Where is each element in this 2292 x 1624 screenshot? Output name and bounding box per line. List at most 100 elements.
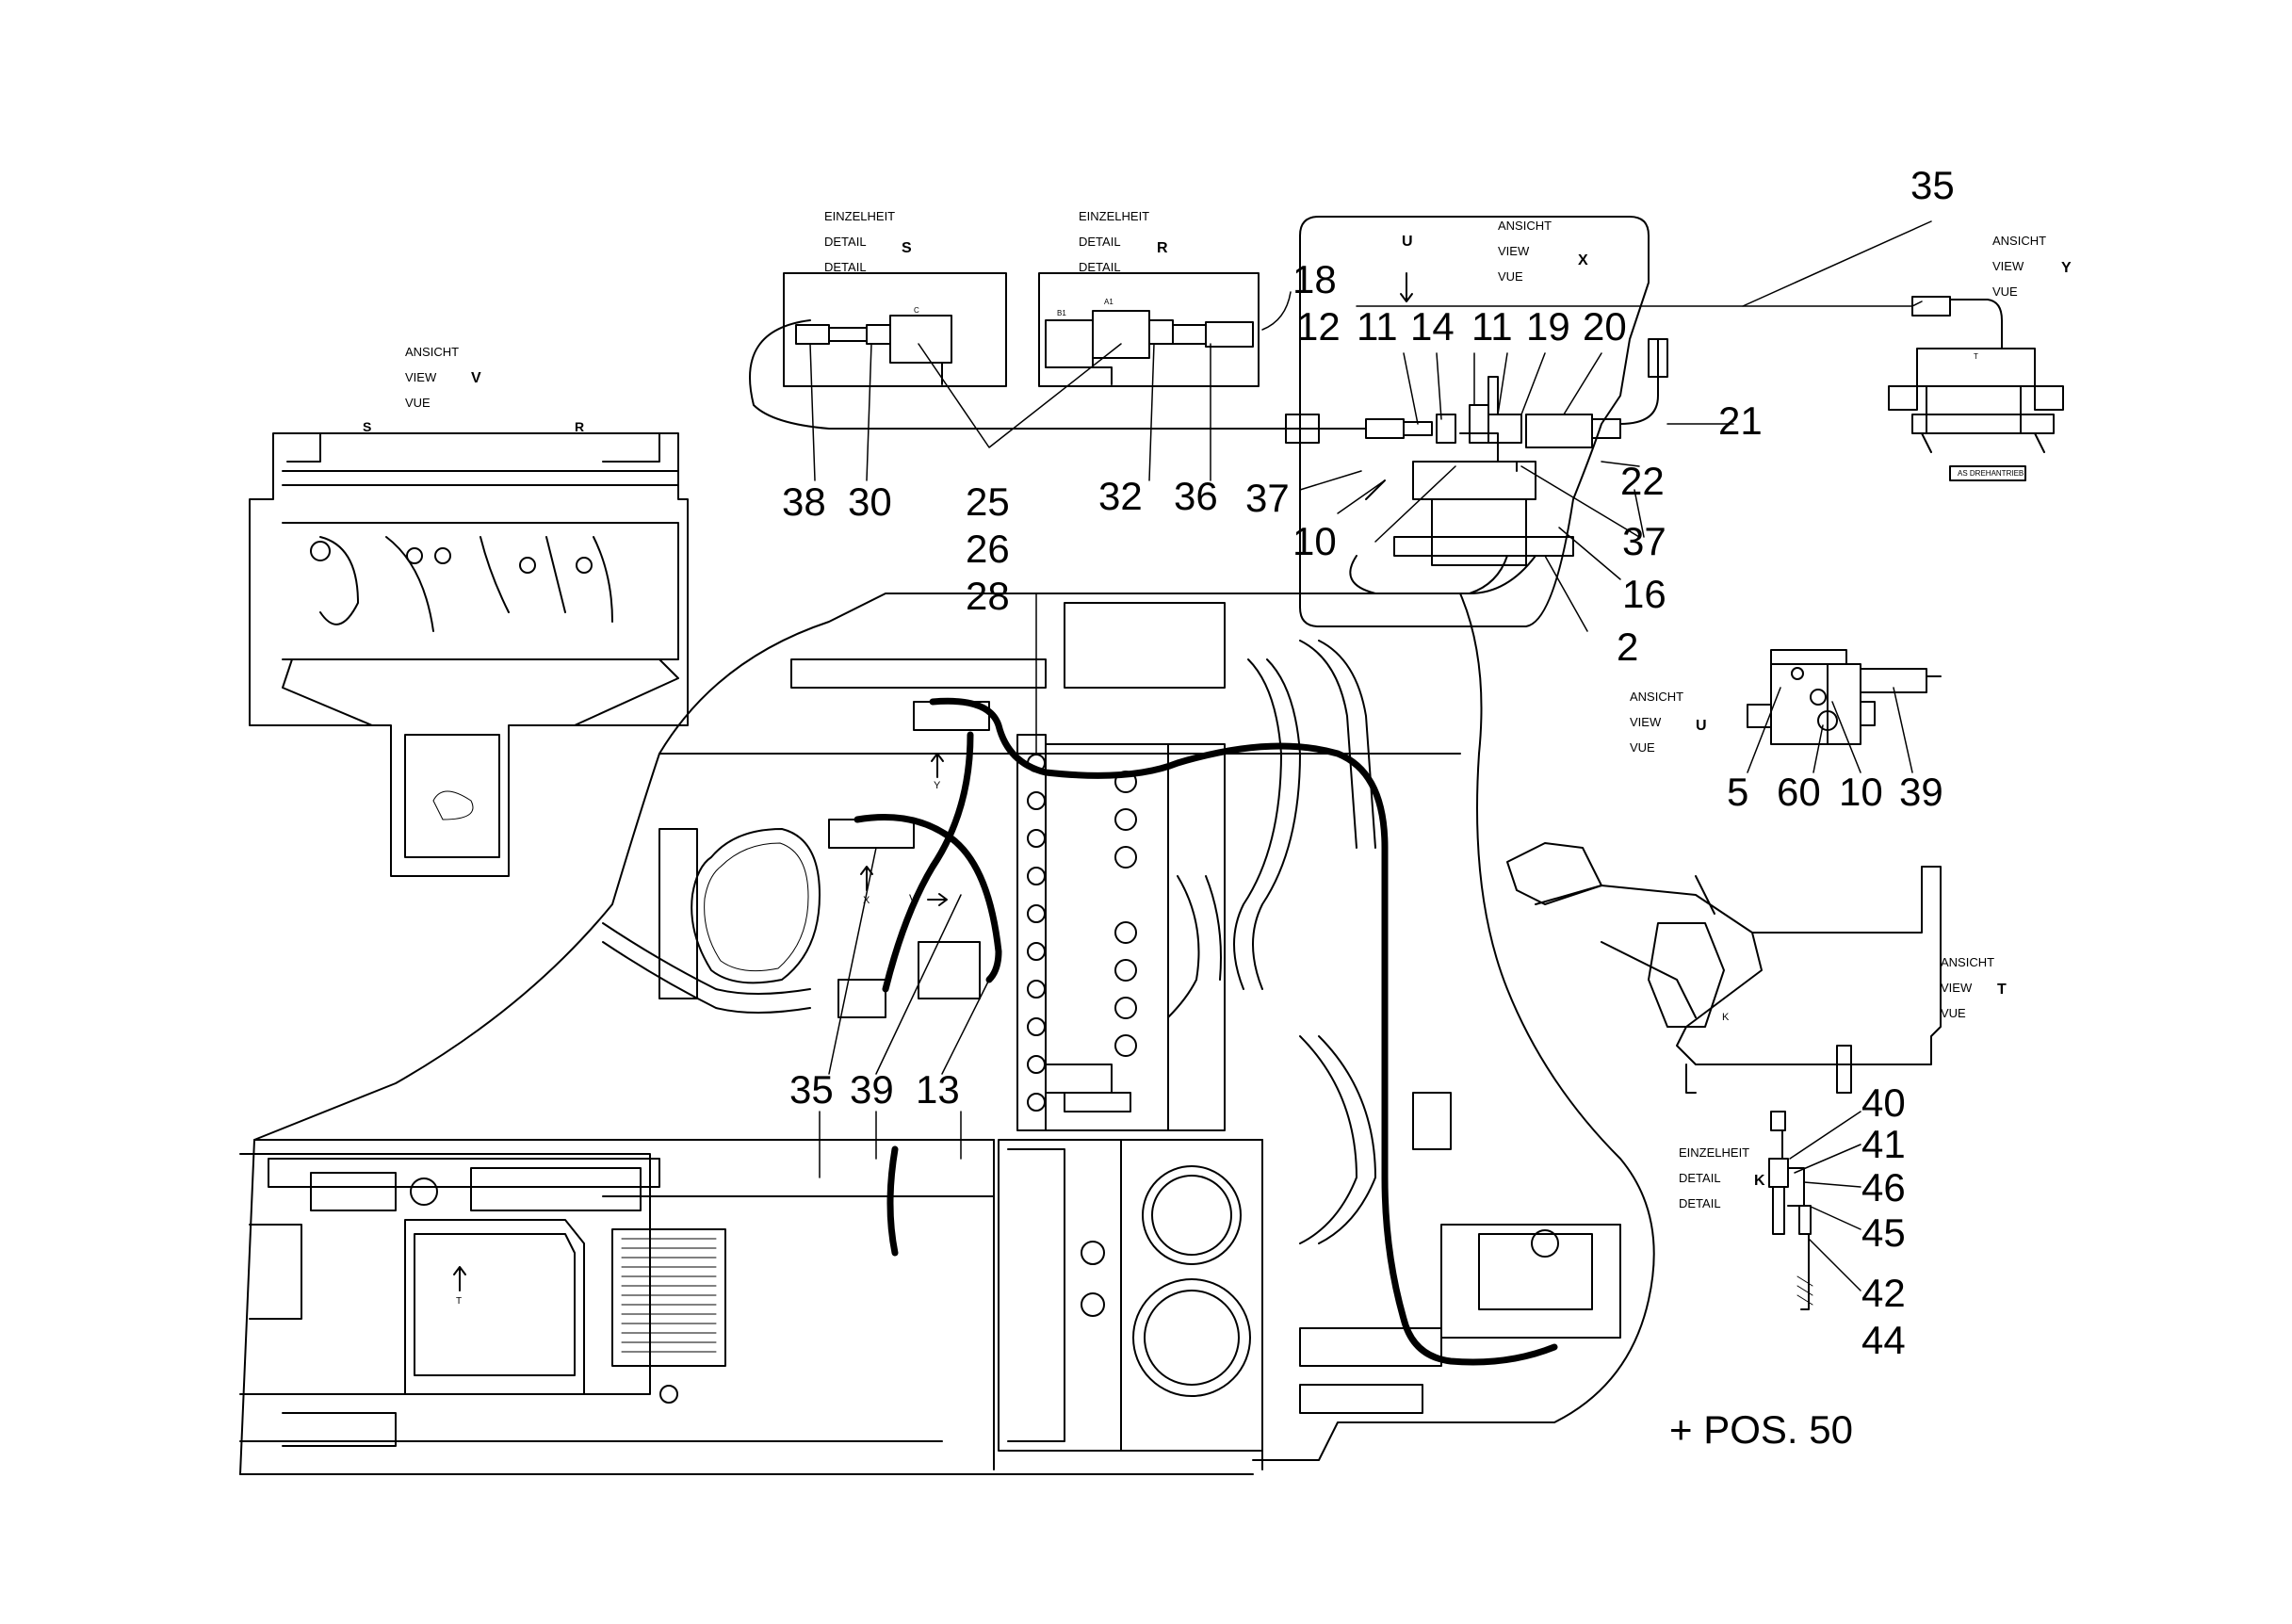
caption-line: DETAIL <box>824 235 867 249</box>
part-number: 35 <box>789 1067 834 1112</box>
part-number: 37 <box>1622 519 1666 563</box>
cab-area <box>239 1153 726 1447</box>
caption-view-v: ANSICHT VIEW VUE <box>405 339 459 415</box>
part-number: 25 <box>966 479 1010 524</box>
port-t: T <box>1974 352 1978 361</box>
caption-line: VIEW <box>1941 981 1973 995</box>
part-number: 10 <box>1839 770 1883 814</box>
detail-k-leaders <box>1789 1111 1861 1291</box>
part-number: 32 <box>1098 474 1143 518</box>
label-y-arrow: Y <box>934 780 941 791</box>
caption-line: VUE <box>1498 269 1523 284</box>
position-note: + POS. 50 <box>1669 1407 1853 1452</box>
caption-line: ANSICHT <box>1630 690 1684 704</box>
part-number: 26 <box>966 527 1010 571</box>
part-number: 10 <box>1292 519 1337 563</box>
part-number: 13 <box>916 1067 960 1112</box>
label-k-callout: K <box>1722 1012 1730 1023</box>
label-u-arrow: U <box>1402 234 1413 250</box>
label-s-main: S <box>363 419 372 434</box>
caption-line: VIEW <box>405 370 437 384</box>
part-number: 46 <box>1861 1165 1906 1210</box>
view-letter-y: Y <box>2061 260 2072 276</box>
caption-line: VIEW <box>1630 715 1662 729</box>
label-t-arrow: T <box>456 1296 463 1307</box>
part-number: 16 <box>1622 572 1666 616</box>
caption-line: EINZELHEIT <box>1079 209 1150 223</box>
machine-outline <box>239 593 1655 1475</box>
detail-k <box>1768 1111 1813 1310</box>
caption-detail-s: EINZELHEIT DETAIL DETAIL <box>824 203 895 280</box>
part-number: 36 <box>1174 474 1218 518</box>
view-u <box>1747 649 1942 745</box>
view-letter-x: X <box>1578 252 1588 268</box>
part-number: 37 <box>1245 476 1290 520</box>
part-number: 21 <box>1718 398 1763 443</box>
caption-line: VUE <box>405 396 431 410</box>
part-number: 41 <box>1861 1122 1906 1166</box>
caption-line: ANSICHT <box>405 345 460 359</box>
view-x-leaders <box>1299 352 1734 632</box>
view-x-arrow <box>1400 272 1413 302</box>
caption-detail-k: EINZELHEIT DETAIL DETAIL <box>1679 1140 1749 1216</box>
port-b1: B1 <box>1057 309 1066 317</box>
part-number: 14 <box>1410 304 1455 349</box>
part-number: 11 <box>1471 304 1513 349</box>
view-letter-r: R <box>1157 240 1168 256</box>
valve-x-location <box>828 701 990 1018</box>
part-number: 44 <box>1861 1318 1906 1362</box>
caption-view-t: ANSICHT VIEW VUE <box>1941 950 1994 1026</box>
label-r-main: R <box>575 419 585 434</box>
leader-35-top <box>1356 220 1932 307</box>
caption-line: DETAIL <box>1679 1196 1721 1210</box>
right-drive-components <box>1299 1092 1621 1414</box>
part-number: 12 <box>1296 304 1341 349</box>
part-number: 35 <box>1910 163 1955 207</box>
caption-line: DETAIL <box>1079 235 1121 249</box>
view-letter-t: T <box>1997 982 2007 998</box>
view-letter-v: V <box>471 370 481 386</box>
leader-lines-detail-sr <box>809 291 1292 481</box>
detail-r-frame <box>1038 272 1260 387</box>
part-number: 45 <box>1861 1210 1906 1255</box>
view-arrows <box>453 753 948 1291</box>
part-number: 19 <box>1526 304 1570 349</box>
caption-line: EINZELHEIT <box>824 209 896 223</box>
view-x-frame <box>1285 216 1668 627</box>
part-number: 30 <box>848 479 892 524</box>
control-valve-stack <box>1016 734 1226 1131</box>
caption-line: DETAIL <box>1079 260 1121 274</box>
view-v <box>249 432 689 877</box>
caption-line: DETAIL <box>824 260 867 274</box>
part-number: 39 <box>850 1067 894 1112</box>
part-number: 42 <box>1861 1271 1906 1315</box>
caption-line: ANSICHT <box>1992 234 2047 248</box>
caption-line: EINZELHEIT <box>1679 1145 1750 1160</box>
view-y <box>1888 296 2064 481</box>
label-v-arrow: V <box>909 892 918 905</box>
view-letter-u: U <box>1696 718 1707 734</box>
view-t <box>1506 842 1942 1094</box>
part-number: 38 <box>782 479 826 524</box>
view-u-leaders <box>1747 687 1913 773</box>
part-number: 2 <box>1617 625 1639 669</box>
caption-line: VIEW <box>1992 259 2024 273</box>
part-number: 18 <box>1292 257 1337 301</box>
caption-line: VUE <box>1630 740 1655 755</box>
port-a1: A1 <box>1104 298 1113 306</box>
caption-view-u: ANSICHT VIEW VUE <box>1630 684 1683 760</box>
caption-view-y: ANSICHT VIEW VUE <box>1992 228 2046 304</box>
caption-line: DETAIL <box>1679 1171 1721 1185</box>
caption-line: VIEW <box>1498 244 1530 258</box>
hoses-outline <box>602 640 1376 1244</box>
port-c: C <box>914 306 919 315</box>
caption-line: VUE <box>1941 1006 1966 1020</box>
caption-line: ANSICHT <box>1941 955 1995 969</box>
part-number: 28 <box>966 574 1010 618</box>
view-letter-s: S <box>902 240 912 256</box>
nameplate-text: AS DREHANTRIEB <box>1958 469 2024 478</box>
part-number: 5 <box>1727 770 1749 814</box>
pump-block <box>998 1139 1263 1452</box>
part-number: 40 <box>1861 1080 1906 1125</box>
part-number: 22 <box>1620 459 1665 503</box>
